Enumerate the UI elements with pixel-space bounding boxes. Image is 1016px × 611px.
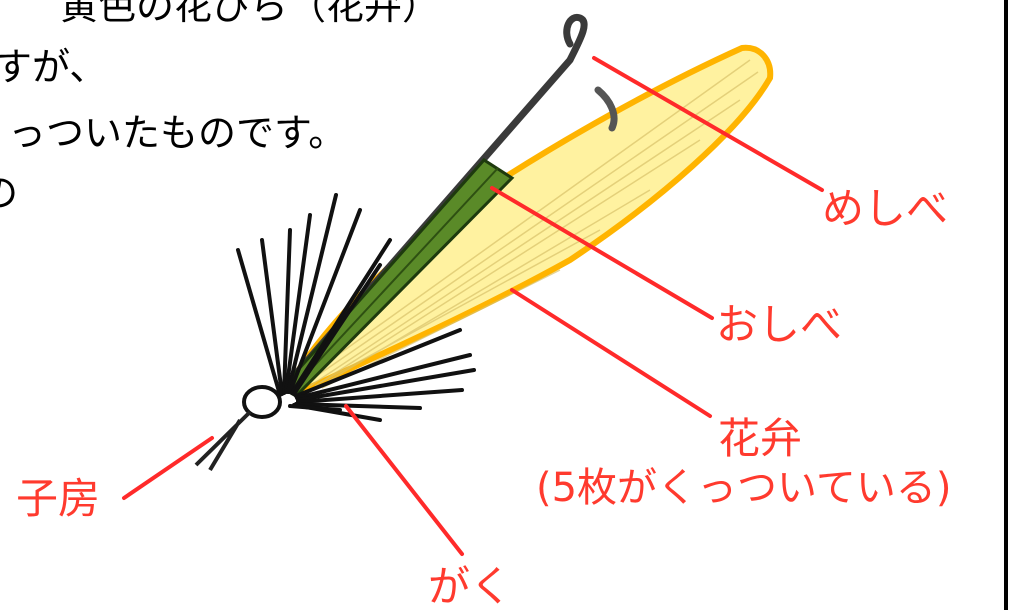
label-petal-note: (5枚がくっついている) bbox=[536, 465, 952, 511]
leader-stamen bbox=[490, 186, 714, 320]
leader-ovary bbox=[122, 436, 214, 500]
stamen-line bbox=[289, 167, 499, 393]
caption-line-4: の bbox=[0, 174, 18, 212]
label-stamen: おしべ bbox=[716, 300, 843, 349]
petal-veins bbox=[299, 59, 759, 389]
pistil-style bbox=[282, 13, 588, 389]
leader-lines bbox=[122, 56, 824, 556]
label-calyx: がく bbox=[428, 562, 513, 611]
leader-calyx bbox=[344, 404, 464, 556]
calyx-bristles bbox=[236, 193, 476, 422]
ovary-shape bbox=[242, 385, 282, 419]
label-pistil: めしべ bbox=[822, 184, 949, 233]
ovary-stem bbox=[194, 410, 252, 472]
frame-border bbox=[1004, 0, 1008, 610]
caption-line-1: 黄色の花びら（花弁） bbox=[60, 0, 441, 28]
leader-pistil bbox=[592, 56, 824, 192]
leader-petal bbox=[510, 288, 712, 418]
caption-line-2: すが、 bbox=[0, 45, 108, 89]
label-ovary: 子房 bbox=[16, 474, 101, 523]
label-petal: 花弁 bbox=[718, 414, 803, 463]
pistil-stigma bbox=[594, 86, 618, 132]
caption-line-3: っついたものです。 bbox=[8, 111, 347, 155]
